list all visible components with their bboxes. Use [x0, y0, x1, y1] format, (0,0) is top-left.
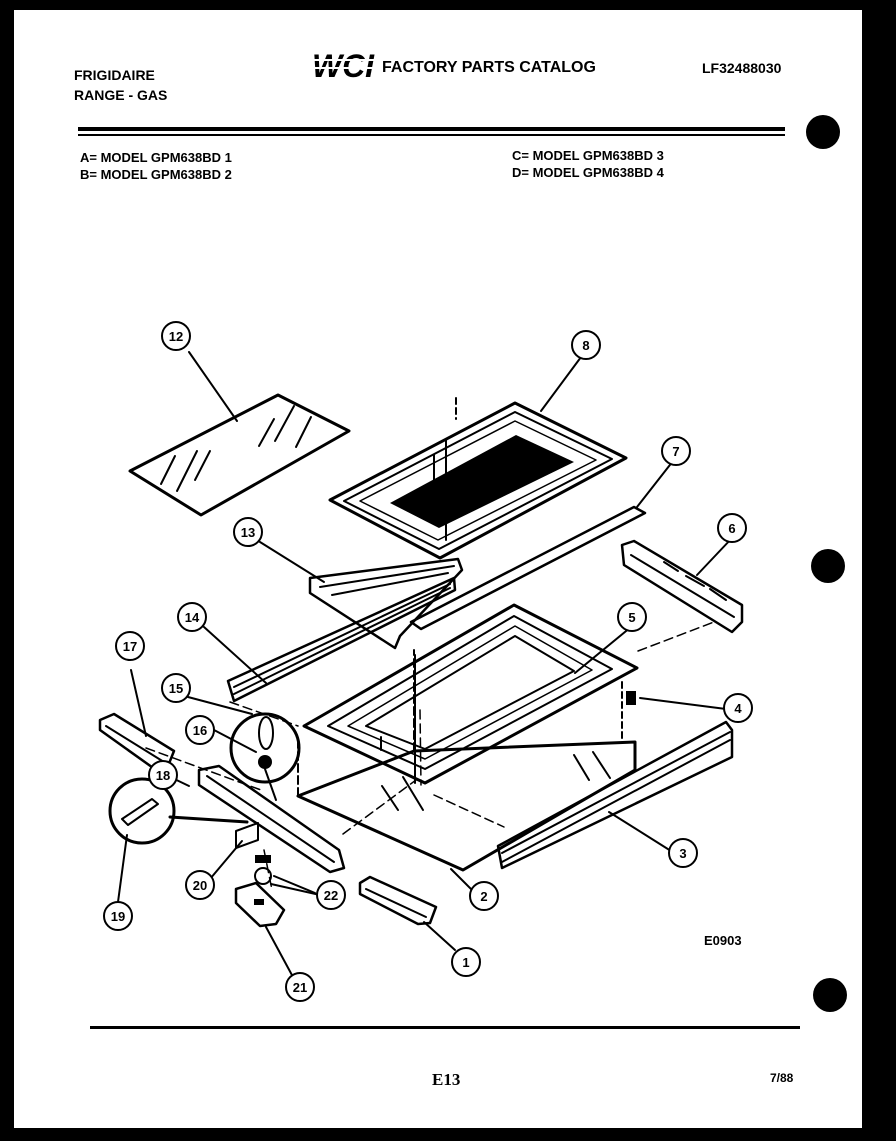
part-12-glass-panel	[128, 393, 351, 517]
callout-14: 14	[177, 602, 207, 632]
callout-18: 18	[148, 760, 178, 790]
callout-1: 1	[451, 947, 481, 977]
svg-text:4: 4	[734, 701, 742, 716]
model-list-right: C= MODEL GPM638BD 3 D= MODEL GPM638BD 4	[512, 147, 664, 181]
callout-bubbles: 1 2 3 4 5 6 7 8 12 13 14 15 16 17 18 19 …	[103, 321, 753, 1002]
callout-12: 12	[161, 321, 191, 351]
part-7-trim-strip	[409, 505, 647, 631]
svg-text:22: 22	[324, 888, 338, 903]
part-15-16-detail-circle	[229, 712, 301, 801]
header-rule-thin	[78, 134, 785, 136]
product-line: RANGE - GAS	[74, 87, 168, 103]
svg-text:18: 18	[156, 768, 170, 783]
svg-text:6: 6	[728, 521, 735, 536]
publication-number: LF32488030	[702, 60, 782, 76]
part-6-inner-door-panel	[302, 603, 639, 785]
part-1-hinge-clip	[358, 875, 438, 926]
callout-22: 22	[316, 880, 346, 910]
header-rule-thick	[78, 127, 785, 131]
svg-text:3: 3	[679, 846, 686, 861]
binder-hole-bottom	[813, 978, 847, 1012]
callout-17: 17	[115, 631, 145, 661]
part-13-handle-bar	[308, 557, 464, 650]
part-19-detail-circle	[108, 777, 249, 845]
model-list-left: A= MODEL GPM638BD 1 B= MODEL GPM638BD 2	[80, 149, 232, 183]
model-c: C= MODEL GPM638BD 3	[512, 148, 664, 163]
part-14-door-trim	[226, 576, 457, 703]
callout-15: 15	[161, 673, 191, 703]
model-a: A= MODEL GPM638BD 1	[80, 150, 232, 165]
svg-text:1: 1	[462, 955, 469, 970]
svg-text:8: 8	[582, 338, 589, 353]
svg-text:17: 17	[123, 639, 137, 654]
binder-hole-middle	[811, 549, 845, 583]
callout-3: 3	[668, 838, 698, 868]
part-18-lower-trim	[197, 764, 346, 874]
callout-13: 13	[233, 517, 263, 547]
callout-6: 6	[717, 513, 747, 543]
callout-21: 21	[285, 972, 315, 1002]
svg-text:19: 19	[111, 909, 125, 924]
diagram-code: E0903	[704, 933, 742, 948]
svg-text:2: 2	[480, 889, 487, 904]
part-20-latch-plate	[235, 822, 259, 849]
page-number: E13	[432, 1070, 461, 1089]
callout-5: 5	[617, 602, 647, 632]
svg-text:12: 12	[169, 329, 183, 344]
callout-8: 8	[571, 330, 601, 360]
part-6-hinge-bracket	[620, 539, 744, 634]
callout-4: 4	[723, 693, 753, 723]
svg-text:16: 16	[193, 723, 207, 738]
svg-text:WCI: WCI	[312, 48, 375, 82]
svg-text:15: 15	[169, 681, 183, 696]
callout-16: 16	[185, 715, 215, 745]
svg-text:21: 21	[293, 980, 307, 995]
brand-block: FRIGIDAIRE RANGE - GAS	[74, 65, 167, 105]
part-21-latch-block	[234, 881, 286, 928]
paper-sheet: FRIGIDAIRE RANGE - GAS WCI FACTORY PARTS…	[14, 10, 862, 1128]
model-b: B= MODEL GPM638BD 2	[80, 167, 232, 182]
callout-20: 20	[185, 870, 215, 900]
brand-name: FRIGIDAIRE	[74, 67, 155, 83]
callout-19: 19	[103, 901, 133, 931]
callout-2: 2	[469, 881, 499, 911]
svg-text:13: 13	[241, 525, 255, 540]
svg-text:5: 5	[628, 610, 635, 625]
revision-date: 7/88	[770, 1071, 794, 1085]
part-8-door-frame	[328, 397, 628, 560]
part-22-latch-assembly	[254, 855, 321, 896]
footer-rule	[90, 1026, 800, 1029]
callout-7: 7	[661, 436, 691, 466]
catalog-title: FACTORY PARTS CATALOG	[382, 59, 596, 76]
binder-hole-top	[806, 115, 840, 149]
svg-text:20: 20	[193, 878, 207, 893]
callout-leaders	[117, 351, 733, 978]
svg-text:14: 14	[185, 610, 200, 625]
assembly-guide-lines	[145, 621, 715, 891]
part-4-screw	[626, 691, 636, 705]
model-d: D= MODEL GPM638BD 4	[512, 165, 664, 180]
svg-text:7: 7	[672, 444, 679, 459]
wci-logo: WCI	[312, 48, 375, 82]
part-3-bottom-trim	[496, 720, 734, 870]
exploded-parts-diagram: 1 2 3 4 5 6 7 8 12 13 14 15 16 17 18 19 …	[98, 321, 753, 1002]
